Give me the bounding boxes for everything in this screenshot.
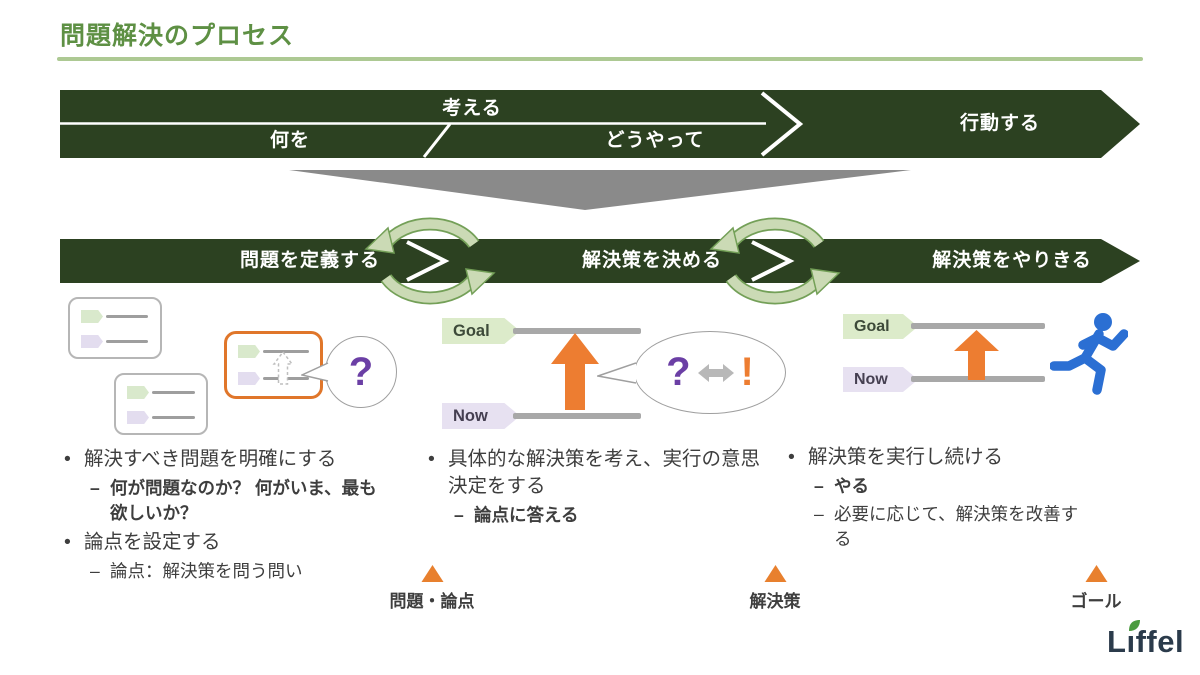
loop-arrow-icon (709, 217, 841, 305)
bubble-tail (597, 362, 637, 384)
top-banner-how-label: どうやって (605, 130, 705, 151)
bullet-item: –必要に応じて、解決策を改善する (814, 502, 1088, 552)
triangle-marker-icon (1085, 565, 1107, 582)
marker-label: ゴール (1070, 592, 1122, 611)
purple-tag-icon (238, 372, 260, 385)
bullet-text: やる (834, 475, 869, 496)
logo-text: ı (1126, 624, 1136, 659)
bullet-item: –論点：解決策を問う問い (90, 559, 390, 584)
bullet-item: • 解決すべき問題を明確にする (64, 446, 390, 473)
marker-solution: 解決策 (750, 565, 801, 612)
bullet-item: –何が問題なのか？ 何がいま、最も欲しいか？ (90, 476, 390, 526)
mini-list-row (127, 411, 195, 424)
runner-icon (1050, 313, 1128, 395)
marker-problem: 問題・論点 (390, 565, 475, 612)
step-execute-label: 解決策をやりきる (932, 250, 1092, 271)
execute-bullets: • 解決策を実行し続ける –やる –必要に応じて、解決策を改善する (788, 444, 1088, 554)
process-band: 問題を定義する 解決策を決める 解決策をやりきる (60, 239, 1140, 283)
dotted-up-arrow-icon (272, 350, 294, 385)
triangle-marker-icon (421, 565, 443, 582)
bullet-marker: – (814, 475, 824, 496)
mini-list-row (81, 310, 148, 323)
text-line (152, 391, 195, 394)
bullet-item: • 解決策を実行し続ける (788, 444, 1088, 471)
purple-tag-icon (127, 411, 149, 424)
now-line (513, 413, 641, 419)
bullet-text: 解決策を実行し続ける (808, 446, 1004, 468)
bullet-marker: – (814, 503, 824, 524)
up-arrow-icon (551, 333, 599, 410)
mini-list-card (68, 297, 162, 359)
bullet-text: 具体的な解決策を考え、実行の意思決定をする (448, 448, 761, 497)
green-tag-icon (238, 345, 260, 358)
bullet-text: 論点：解決策を問う問い (110, 560, 303, 581)
top-banner-act-label: 行動する (959, 113, 1041, 134)
mini-list-row (81, 335, 148, 348)
mini-list-card (114, 373, 208, 435)
logo-text: ffel (1135, 624, 1185, 659)
liffel-logo: Lıffel (1107, 620, 1185, 660)
bullet-marker: • (428, 448, 435, 470)
bubble-tail (301, 362, 329, 382)
bullet-text: 何が問題なのか？ 何がいま、最も欲しいか？ (110, 477, 377, 523)
step-decide-label: 解決策を決める (581, 250, 723, 271)
decide-bullets: • 具体的な解決策を考え、実行の意思決定をする –論点に答える (428, 446, 764, 531)
question-mark: ? (666, 350, 691, 394)
exclamation-mark: ! (740, 350, 754, 394)
highlighted-list-card (224, 331, 323, 399)
text-line (106, 340, 148, 343)
question-exclamation-bubble: ? ! (634, 331, 786, 414)
bullet-marker: • (64, 448, 71, 470)
now-tag: Now (442, 403, 520, 429)
mini-list-row (238, 345, 309, 358)
triangle-marker-icon (764, 565, 786, 582)
top-banner-what-label: 何を (269, 130, 311, 151)
double-arrow-icon (697, 363, 734, 382)
top-banner-arrow-shape (60, 90, 1140, 158)
purple-tag-icon (81, 335, 103, 348)
bullet-marker: • (64, 530, 71, 553)
bullet-text: 論点に答える (474, 504, 579, 525)
page-title: 問題解決のプロセス (60, 22, 295, 50)
process-band-arrow-shape (60, 239, 1140, 283)
top-banner: 考える 何を どうやって 行動する (60, 90, 1140, 158)
marker-label: 問題・論点 (389, 592, 475, 611)
logo-text: L (1107, 624, 1127, 659)
marker-label: 解決策 (749, 592, 801, 611)
bullet-item: • 具体的な解決策を考え、実行の意思決定をする (428, 446, 764, 500)
bullet-text: 必要に応じて、解決策を改善する (834, 503, 1079, 549)
bullet-text: 論点を設定する (84, 530, 221, 553)
goal-line (513, 328, 641, 334)
up-arrow-icon (954, 330, 999, 380)
step-define-label: 問題を定義する (239, 250, 381, 271)
marker-goal: ゴール (1071, 565, 1122, 612)
bullet-text: 解決すべき問題を明確にする (84, 448, 337, 470)
goal-line (911, 323, 1045, 329)
title-underline (57, 57, 1143, 61)
green-tag-icon (127, 386, 149, 399)
green-tag-icon (81, 310, 103, 323)
question-mark: ? (348, 349, 374, 394)
top-banner-think-label: 考える (442, 98, 502, 119)
text-line (152, 416, 195, 419)
bullet-marker: – (90, 477, 100, 498)
bullet-item: • 論点を設定する (64, 529, 390, 556)
bullet-marker: • (788, 446, 795, 468)
now-tag: Now (843, 367, 918, 392)
text-line (263, 350, 309, 353)
bullet-item: –やる (814, 474, 1088, 499)
leaf-icon (1129, 620, 1140, 631)
bullet-marker: – (454, 504, 464, 525)
question-bubble: ? (325, 336, 397, 408)
bullet-item: –論点に答える (454, 503, 764, 528)
mini-list-row (127, 386, 195, 399)
goal-tag: Goal (843, 314, 918, 339)
text-line (106, 315, 148, 318)
down-arrow-icon (289, 170, 911, 210)
bullet-marker: – (90, 560, 100, 581)
goal-tag: Goal (442, 318, 520, 344)
loop-arrow-icon (364, 217, 496, 305)
define-bullets: •解決すべき問題を明確にする –何が問題なのか？ 何がいま、最も欲しいか？ •論… (64, 446, 390, 586)
